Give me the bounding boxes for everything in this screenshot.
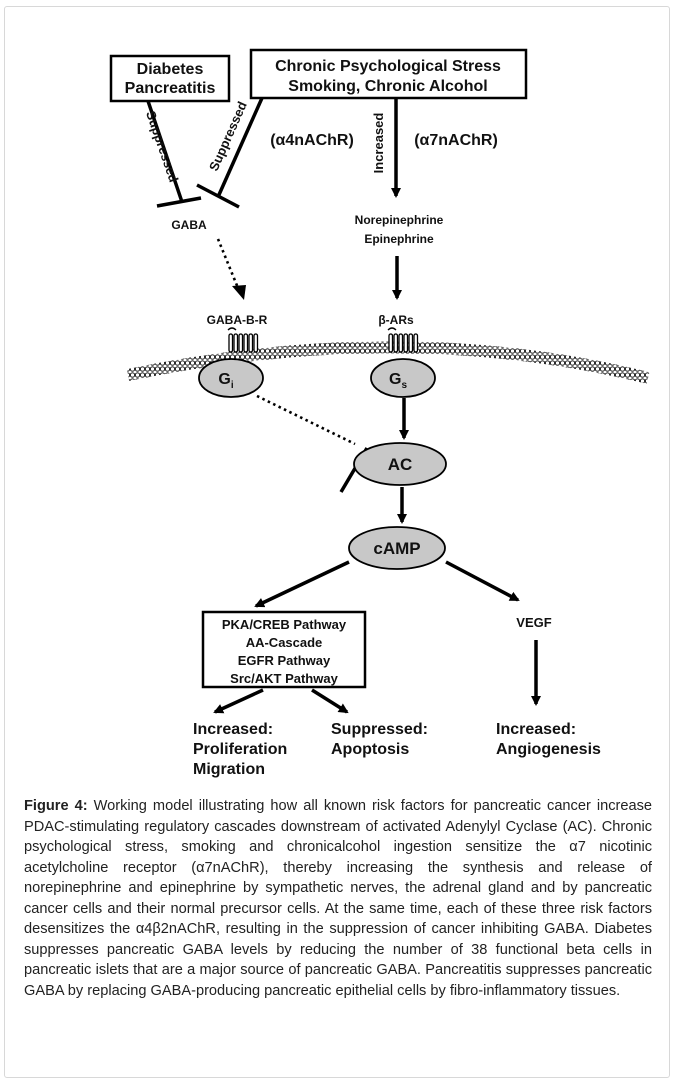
caption-text: Working model illustrating how all known… xyxy=(24,798,653,999)
camp-to-pathways-arrow xyxy=(254,560,350,608)
pathway-diagram: Diabetes Pancreatitis Chronic Psychologi… xyxy=(109,48,650,778)
gi-label: Gi xyxy=(218,371,233,391)
epinephrine-label: Epinephrine xyxy=(364,232,434,246)
pathway-aa-cascade: AA-Cascade xyxy=(246,635,323,650)
suppression-line-diabetes xyxy=(146,100,184,203)
outcome-left-line3: Migration xyxy=(193,761,265,778)
gi-dotted-inhibition xyxy=(256,394,356,446)
label-increased: Increased xyxy=(371,113,386,174)
label-a4nachr: (α4nAChR) xyxy=(270,132,354,149)
caption-label: Figure 4: xyxy=(24,798,88,814)
gs-label: Gs xyxy=(389,371,407,391)
norepinephrine-label: Norepinephrine xyxy=(355,213,444,227)
figure-caption: Figure 4: Working model illustrating how… xyxy=(24,796,652,1001)
camp-ellipse xyxy=(348,526,446,570)
outcome-mid-line2: Apoptosis xyxy=(331,741,409,758)
pathway-egfr: EGFR Pathway xyxy=(238,653,331,668)
outcome-right-line2: Angiogenesis xyxy=(496,741,601,758)
gaba-b-receptor-icon xyxy=(227,327,259,353)
ac-label: AC xyxy=(388,455,413,474)
box-diabetes-line2: Pancreatitis xyxy=(125,80,216,97)
outcome-right-line1: Increased: xyxy=(496,721,576,738)
pathway-src-akt: Src/AKT Pathway xyxy=(230,671,338,686)
box-diabetes-line1: Diabetes xyxy=(137,61,204,78)
inhibition-bar-stress xyxy=(196,183,240,209)
stress-smoking-alcohol-box xyxy=(249,48,528,100)
camp-to-vegf-arrow xyxy=(445,560,520,602)
camp-label: cAMP xyxy=(373,539,420,558)
outcome-left-line1: Increased: xyxy=(193,721,273,738)
gaba-dotted-arrow xyxy=(216,238,240,289)
inhibition-bar-diabetes xyxy=(156,196,202,208)
figure-frame xyxy=(4,6,670,1078)
label-a7nachr: (α7nAChR) xyxy=(414,132,498,149)
gaba-dotted-arrowhead xyxy=(232,285,246,300)
box-stress-line1: Chronic Psychological Stress xyxy=(275,58,501,75)
ac-ellipse xyxy=(353,442,447,486)
vegf-label: VEGF xyxy=(516,615,551,630)
box-stress-line2: Smoking, Chronic Alcohol xyxy=(288,78,487,95)
diabetes-pancreatitis-box xyxy=(109,54,231,103)
pathway-pka-creb: PKA/CREB Pathway xyxy=(222,617,347,632)
beta-ars-label: β-ARs xyxy=(378,313,414,327)
gaba-b-r-label: GABA-B-R xyxy=(207,313,268,327)
outcome-mid-line1: Suppressed: xyxy=(331,721,428,738)
label-suppressed-left: Suppressed xyxy=(143,109,181,184)
to-proliferation-arrow xyxy=(213,688,264,714)
gi-protein-ellipse xyxy=(198,358,264,398)
outcome-left-line2: Proliferation xyxy=(193,741,287,758)
to-apoptosis-arrow xyxy=(311,688,349,714)
gs-protein-ellipse xyxy=(370,358,436,398)
pathways-box xyxy=(201,610,367,689)
gaba-label: GABA xyxy=(171,218,207,232)
suppression-line-stress xyxy=(216,97,264,198)
beta-adrenergic-receptor-icon xyxy=(387,327,419,353)
